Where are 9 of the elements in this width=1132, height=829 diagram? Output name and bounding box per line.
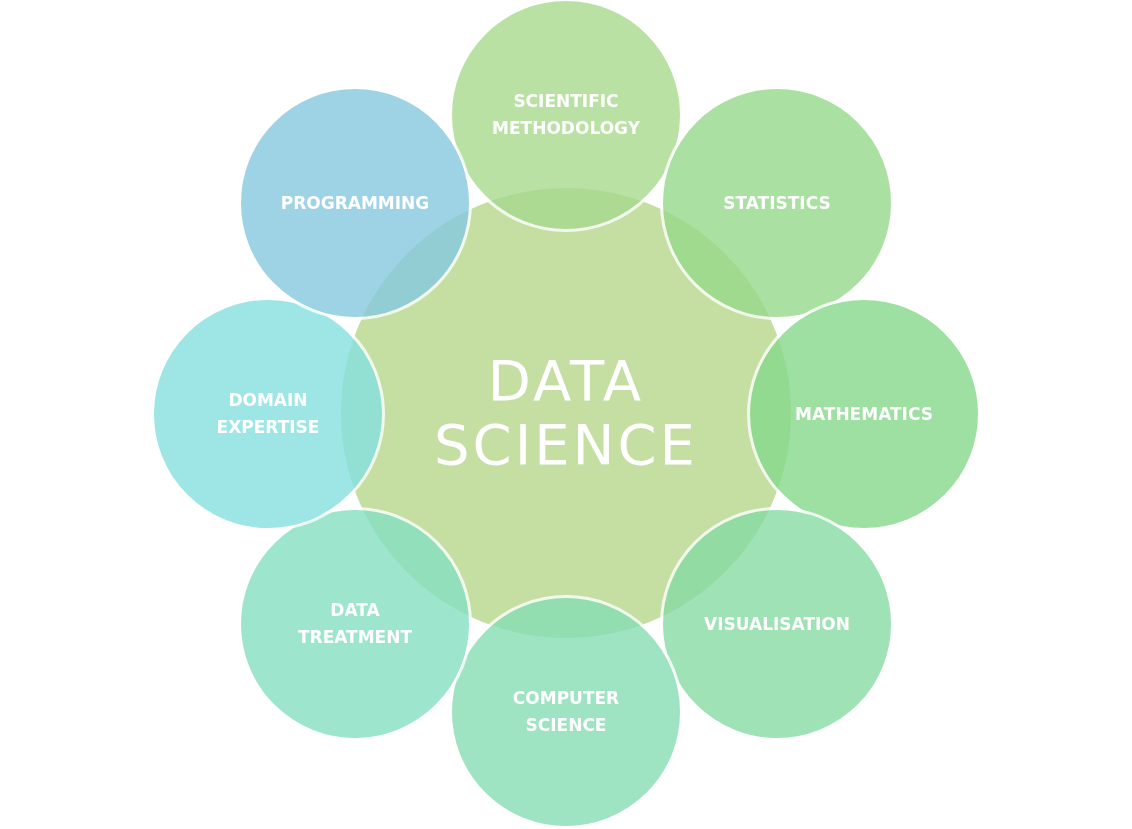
topic-label: SCIENTIFIC METHODOLOGY [491,90,641,140]
topic-label: COMPUTER SCIENCE [511,687,621,737]
center-title: DATA SCIENCE [433,349,699,477]
topic-label: PROGRAMMING [279,191,431,215]
topic-label: MATHEMATICS [794,402,934,426]
topic-label: DATA TREATMENT [296,599,414,649]
topic-label: VISUALISATION [703,612,851,636]
topic-label: DOMAIN EXPERTISE [215,389,321,439]
topic-label: STATISTICS [722,191,832,215]
